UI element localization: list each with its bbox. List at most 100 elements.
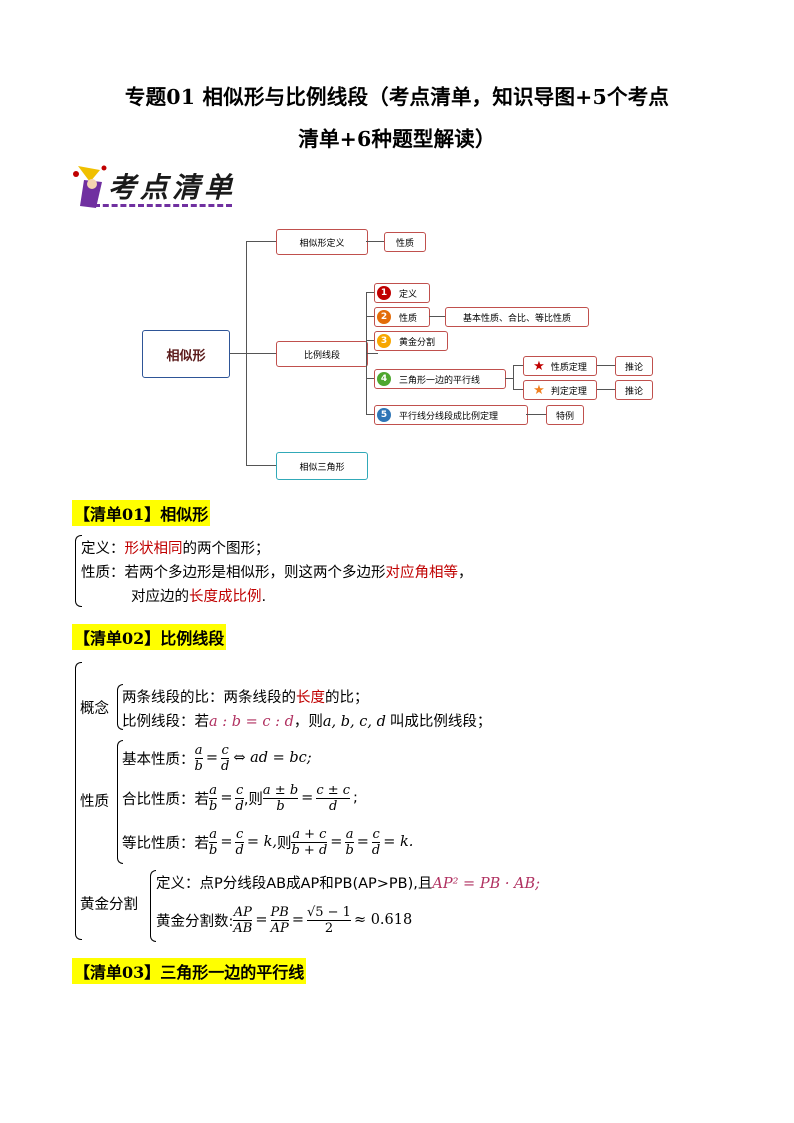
item-label: 三角形一边的平行线 <box>399 375 481 386</box>
page-title-line1: 专题01 相似形与比例线段（考点清单，知识导图+5个考点 <box>124 85 670 109</box>
connector <box>366 414 374 415</box>
heading-close: 】比例线段 <box>144 629 225 648</box>
math: = k, <box>246 834 277 850</box>
connector <box>366 353 378 354</box>
mindmap: 相似形 相似形定义 性质 比例线段 1 定义 2 性质 基本性质、合比、等比性质… <box>0 0 794 500</box>
heading-num: 01 <box>122 505 145 524</box>
mindmap-item-5: 5 平行线分线段成比例定理 <box>374 405 528 425</box>
text: 则 <box>276 835 292 852</box>
highlight: 长度 <box>296 690 325 706</box>
denominator: b <box>262 797 299 814</box>
numerator: a ± b <box>262 782 299 798</box>
section-03-heading: 【清单03】三角形一边的平行线 <box>72 958 307 984</box>
connector <box>366 292 367 414</box>
connector <box>513 389 523 390</box>
number-2-icon: 2 <box>377 310 391 324</box>
heading-open: 【清单 <box>74 505 123 524</box>
numerator: PB <box>270 904 289 920</box>
denominator: AP <box>270 919 289 936</box>
connector <box>366 378 374 379</box>
denominator: b <box>345 841 354 858</box>
mindmap-branch2-connector <box>246 353 276 354</box>
connector <box>597 389 615 390</box>
logo-underline <box>94 204 232 207</box>
mindmap-item-4: 4 三角形一边的平行线 <box>374 369 506 389</box>
equals: = <box>291 912 304 928</box>
text: 性质：若两个多边形是相似形，则这两个多边形 <box>81 565 386 581</box>
numerator: a <box>209 826 218 842</box>
connector <box>366 340 374 341</box>
mindmap-branch1: 相似形定义 <box>276 229 368 255</box>
math: ⇔ ad = bc; <box>233 750 312 766</box>
denominator: b <box>209 841 218 858</box>
property-bracket <box>117 740 123 864</box>
label: 定义： <box>81 541 125 557</box>
text: ,则 <box>243 791 263 808</box>
connector <box>366 292 374 293</box>
item-label: 平行线分线段成比例定理 <box>399 411 499 422</box>
text: 两条线段的比：两条线段的 <box>122 690 296 706</box>
mindmap-item-4-sub-2-child: 推论 <box>615 380 653 400</box>
mindmap-item-1: 1 定义 <box>374 283 430 303</box>
number-1-icon: 1 <box>377 286 391 300</box>
text: 对应边的 <box>131 589 189 605</box>
concept-line1: 两条线段的比：两条线段的长度的比； <box>122 686 369 707</box>
equals: = <box>220 790 233 806</box>
mindmap-branch3: 相似三角形 <box>276 452 368 480</box>
math: a : b = c : d <box>209 714 294 730</box>
mindmap-item-5-child: 特例 <box>546 405 584 425</box>
mindmap-item-4-sub-2: ★ 判定定理 <box>523 380 597 400</box>
connector <box>513 365 514 390</box>
text: . <box>261 589 267 605</box>
item-label: 性质定理 <box>550 362 587 373</box>
highlight: 长度成比例 <box>189 589 262 605</box>
text: 合比性质：若 <box>122 791 209 808</box>
heading-close: 】三角形一边的平行线 <box>144 963 305 982</box>
section-02-outer-bracket <box>75 662 82 940</box>
numerator: c ± c <box>316 782 351 798</box>
equals: = <box>301 790 314 806</box>
connector <box>526 414 546 415</box>
equals: = <box>356 834 369 850</box>
heading-num: 02 <box>122 629 145 648</box>
mindmap-item-2-child: 基本性质、合比、等比性质 <box>445 307 589 327</box>
logo-text: 考点清单 <box>108 171 237 204</box>
numerator: a <box>194 742 203 758</box>
denominator: d <box>316 797 351 814</box>
kaodian-qingdan-logo: 考点清单 <box>70 158 240 214</box>
denominator: d <box>235 841 244 858</box>
text: 等比性质：若 <box>122 835 209 852</box>
text: 黄金分割数: <box>156 913 234 930</box>
text: ， <box>458 565 473 581</box>
numerator: c <box>236 826 244 842</box>
numerator: c <box>221 742 229 758</box>
text: 比例线段：若 <box>122 714 209 730</box>
concept-label: 概念 <box>80 701 109 717</box>
mindmap-item-4-sub-1-child: 推论 <box>615 356 653 376</box>
numerator: AP <box>233 904 252 920</box>
math: AP² = PB · AB; <box>432 876 541 892</box>
connector <box>597 365 615 366</box>
numerator: √5 − 1 <box>306 904 351 920</box>
mindmap-item-4-sub-1: ★ 性质定理 <box>523 356 597 376</box>
connector <box>429 316 445 317</box>
connector <box>366 241 384 242</box>
golden-bracket <box>150 870 156 942</box>
heading-close: 】相似形 <box>144 505 209 524</box>
denominator: 2 <box>306 919 351 936</box>
connector <box>513 365 523 366</box>
wizard-icon <box>73 165 107 208</box>
